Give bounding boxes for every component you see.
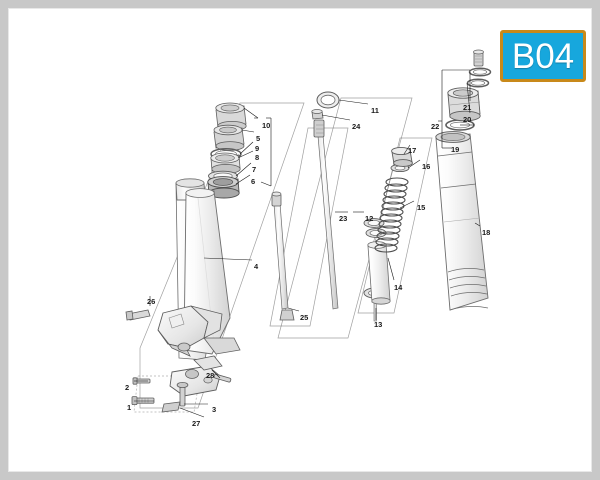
callout-18: 18 [482, 228, 491, 237]
part-6-guide-bushing [207, 176, 240, 199]
part-17-spring-seat [391, 146, 413, 167]
part-21-top-bolt [473, 49, 484, 67]
callout-leader-lines [134, 72, 481, 418]
part-22-cap-body [447, 87, 481, 122]
page-code-label: B04 [511, 36, 575, 76]
part-3-bolt [176, 381, 189, 407]
callout-5: 5 [256, 134, 261, 143]
fork-exploded-drawing [125, 49, 492, 418]
part-21-oring [468, 67, 492, 77]
callout-9: 9 [255, 144, 260, 153]
callout-2: 2 [125, 383, 130, 392]
callout-brackets [260, 69, 470, 187]
callout-24: 24 [352, 122, 361, 131]
page-code-badge: B04 [500, 30, 586, 82]
part-1-bolt [131, 396, 155, 406]
callout-14: 14 [394, 283, 403, 292]
callout-17: 17 [408, 146, 417, 155]
part-20-oring [466, 78, 490, 88]
callout-4: 4 [254, 262, 259, 271]
callout-20: 20 [463, 115, 472, 124]
callout-6: 6 [251, 177, 256, 186]
part-24-nut [311, 109, 324, 120]
callout-25: 25 [300, 313, 309, 322]
callout-12: 12 [365, 214, 374, 223]
callout-3: 3 [212, 405, 217, 414]
part-23-piston-rod [313, 119, 339, 310]
callout-21: 21 [463, 103, 472, 112]
callout-8: 8 [255, 153, 260, 162]
part-14-slide-bushing [367, 241, 391, 305]
part-8-oil-seal [210, 152, 241, 174]
callout-23: 23 [339, 214, 348, 223]
part-25-damper-rod [271, 191, 295, 321]
part-15-spring [374, 177, 409, 253]
callout-7: 7 [252, 165, 257, 174]
part-18-slider-tube [435, 131, 489, 311]
callout-22: 22 [431, 122, 440, 131]
callout-19: 19 [451, 145, 460, 154]
callout-1: 1 [127, 403, 132, 412]
callout-26: 26 [147, 297, 156, 306]
part-5-dust-seal [213, 124, 245, 151]
callout-11: 11 [371, 106, 379, 115]
callout-15: 15 [417, 203, 426, 212]
part-11-ring [316, 91, 340, 109]
callout-27: 27 [192, 419, 201, 428]
callout-10: 10 [262, 121, 271, 130]
part-27-clip [161, 401, 181, 413]
callout-28: 28 [206, 371, 215, 380]
callout-13: 13 [374, 320, 383, 329]
lower-bracket-casting [157, 305, 241, 357]
seal-stack [207, 102, 247, 199]
part-26-spacer [125, 309, 151, 321]
callout-16: 16 [422, 162, 431, 171]
